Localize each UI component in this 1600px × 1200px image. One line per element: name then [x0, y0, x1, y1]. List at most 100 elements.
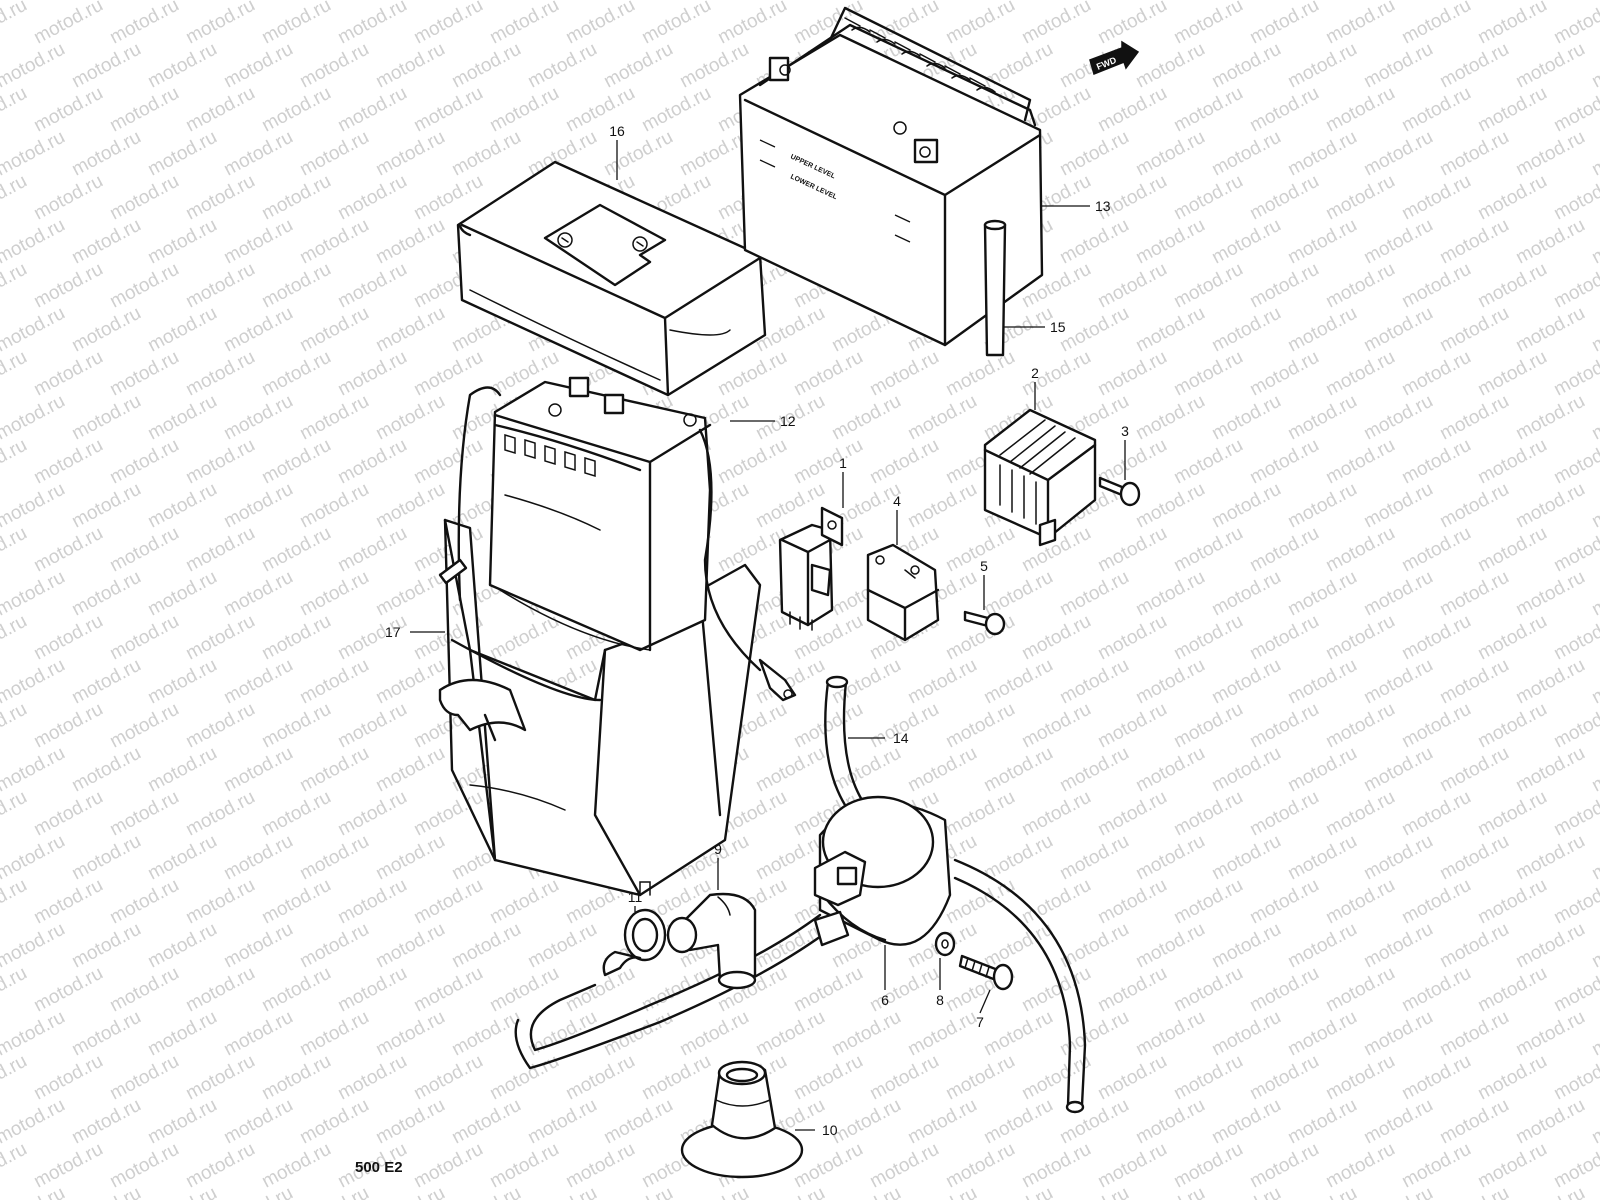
watermark-text: motod.ru — [1360, 1007, 1436, 1061]
watermark-text: motod.ru — [828, 1095, 904, 1149]
watermark-text: motod.ru — [144, 655, 220, 709]
battery-cover — [456, 160, 767, 397]
watermark-text: motod.ru — [372, 39, 448, 93]
watermark-text: motod.ru — [372, 391, 448, 445]
watermark-text: motod.ru — [1132, 567, 1208, 621]
callout-labels: 1 2 3 4 5 6 7 8 9 10 11 12 13 14 15 16 1… — [385, 123, 1129, 1138]
watermark-text: motod.ru — [144, 567, 220, 621]
watermark-text: motod.ru — [790, 1051, 866, 1105]
watermark-text: motod.ru — [106, 83, 182, 137]
watermark-text: motod.ru — [1246, 83, 1322, 137]
watermark-text: motod.ru — [562, 1139, 638, 1193]
watermark-text: motod.ru — [334, 347, 410, 401]
watermark-text: motod.ru — [752, 743, 828, 797]
watermark-text: motod.ru — [372, 1095, 448, 1149]
watermark-text: motod.ru — [1246, 171, 1322, 225]
watermark-text: motod.ru — [334, 83, 410, 137]
watermark-text: motod.ru — [1588, 479, 1600, 533]
watermark-text: motod.ru — [1436, 391, 1512, 445]
watermark-text: motod.ru — [106, 1051, 182, 1105]
watermark-text: motod.ru — [1322, 435, 1398, 489]
watermark-text: motod.ru — [106, 963, 182, 1017]
watermark-text: motod.ru — [372, 567, 448, 621]
watermark-text: motod.ru — [1018, 347, 1094, 401]
watermark-text: motod.ru — [942, 787, 1018, 841]
ignition-coil — [514, 795, 1087, 1114]
watermark-text: motod.ru — [1474, 1051, 1550, 1105]
watermark-text: motod.ru — [828, 743, 904, 797]
watermark-text: motod.ru — [1474, 0, 1550, 48]
watermark-text: motod.ru — [1132, 655, 1208, 709]
watermark-text: motod.ru — [1056, 831, 1132, 885]
watermark-text: motod.ru — [1512, 831, 1588, 885]
watermark-text: motod.ru — [1170, 963, 1246, 1017]
watermark-text: motod.ru — [942, 1051, 1018, 1105]
watermark-text: motod.ru — [1436, 215, 1512, 269]
callout-8: 8 — [936, 992, 944, 1008]
screw — [958, 954, 1014, 991]
watermark-text: motod.ru — [904, 479, 980, 533]
watermark-text: motod.ru — [1132, 479, 1208, 533]
watermark-text: motod.ru — [1474, 699, 1550, 753]
watermark-text: motod.ru — [1322, 699, 1398, 753]
watermark-text: motod.ru — [1436, 1007, 1512, 1061]
watermark-text: motod.ru — [106, 259, 182, 313]
watermark-text: motod.ru — [106, 523, 182, 577]
watermark-text: motod.ru — [676, 1183, 752, 1200]
watermark-text: motod.ru — [258, 699, 334, 753]
watermark-text: motod.ru — [372, 919, 448, 973]
watermark-text: motod.ru — [1246, 523, 1322, 577]
watermark-text: motod.ru — [1284, 303, 1360, 357]
watermark-text: motod.ru — [448, 919, 524, 973]
watermark-text: motod.ru — [1132, 1183, 1208, 1200]
watermark-text: motod.ru — [1132, 303, 1208, 357]
watermark-text: motod.ru — [258, 611, 334, 665]
watermark-text: motod.ru — [1170, 523, 1246, 577]
watermark-text: motod.ru — [182, 611, 258, 665]
watermark-text: motod.ru — [0, 611, 31, 665]
watermark-text: motod.ru — [1018, 699, 1094, 753]
watermark-text: motod.ru — [1360, 1183, 1436, 1200]
watermark-text: motod.ru — [30, 171, 106, 225]
watermark-text: motod.ru — [1132, 831, 1208, 885]
watermark-text: motod.ru — [0, 39, 69, 93]
watermark-text: motod.ru — [1512, 39, 1588, 93]
watermark-text: motod.ru — [258, 875, 334, 929]
watermark-text: motod.ru — [1512, 1007, 1588, 1061]
watermark-text: motod.ru — [68, 655, 144, 709]
watermark-text: motod.ru — [1018, 611, 1094, 665]
watermark-text: motod.ru — [372, 303, 448, 357]
watermark-text: motod.ru — [1398, 1139, 1474, 1193]
watermark-text: motod.ru — [1360, 215, 1436, 269]
watermark-text: motod.ru — [562, 1051, 638, 1105]
watermark-text: motod.ru — [1094, 875, 1170, 929]
watermark-text: motod.ru — [1588, 303, 1600, 357]
watermark-text: motod.ru — [0, 1051, 31, 1105]
watermark-text: motod.ru — [1094, 83, 1170, 137]
watermark-text: motod.ru — [1360, 655, 1436, 709]
watermark-text: motod.ru — [980, 1095, 1056, 1149]
watermark-text: motod.ru — [1170, 699, 1246, 753]
watermark-text: motod.ru — [1094, 523, 1170, 577]
watermark-text: motod.ru — [1360, 127, 1436, 181]
bolt-3 — [1098, 476, 1141, 507]
watermark-text: motod.ru — [1208, 919, 1284, 973]
watermark-text: motod.ru — [334, 875, 410, 929]
watermark-text: motod.ru — [1322, 523, 1398, 577]
watermark-text: motod.ru — [0, 831, 69, 885]
grommet-11 — [602, 908, 667, 977]
watermark-text: motod.ru — [1436, 743, 1512, 797]
watermark-text: motod.ru — [296, 127, 372, 181]
watermark-text: motod.ru — [182, 259, 258, 313]
watermark-text: motod.ru — [106, 1139, 182, 1193]
watermark-text: motod.ru — [1208, 39, 1284, 93]
watermark-text: motod.ru — [448, 39, 524, 93]
watermark-text: motod.ru — [258, 1139, 334, 1193]
watermark-text: motod.ru — [828, 1007, 904, 1061]
watermark-text: motod.ru — [1094, 1139, 1170, 1193]
watermark-text: motod.ru — [334, 787, 410, 841]
watermark-text: motod.ru — [1094, 787, 1170, 841]
watermark-text: motod.ru — [1056, 1183, 1132, 1200]
watermark-text: motod.ru — [144, 479, 220, 533]
callout-2: 2 — [1031, 365, 1039, 381]
